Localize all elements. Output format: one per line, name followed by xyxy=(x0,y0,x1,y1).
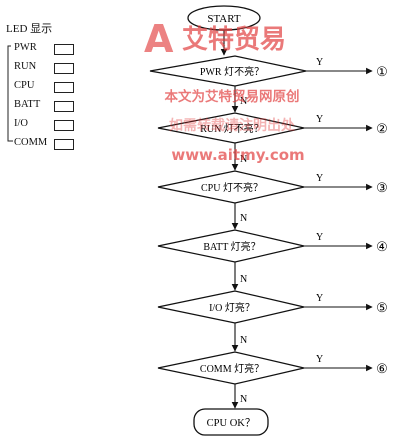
outcome-1: ① xyxy=(376,64,388,79)
outcome-4: ④ xyxy=(376,239,388,254)
decision-batt-text: BATT 灯亮？ xyxy=(203,240,260,253)
no-label-io: N xyxy=(240,335,247,346)
led-indicator-cpu xyxy=(54,82,74,93)
legend-label-comm: COMM xyxy=(14,137,48,148)
end-label: CPU OK？ xyxy=(207,418,256,429)
watermark-brand: 艾特贸易 xyxy=(182,24,286,55)
watermark-url: www.aitmy.com xyxy=(171,146,304,164)
legend-label-cpu: CPU xyxy=(14,80,35,91)
decision-pwr-text: PWR 灯不亮？ xyxy=(200,65,264,78)
decision-cpu-text: CPU 灯不亮？ xyxy=(201,181,263,194)
decision-comm-text: COMM 灯亮？ xyxy=(200,362,264,375)
no-label-cpu: N xyxy=(240,213,247,224)
yes-label-comm: Y xyxy=(316,354,323,365)
yes-label-run: Y xyxy=(316,114,323,125)
start-label: START xyxy=(207,13,241,25)
end-terminator xyxy=(193,408,269,436)
yes-label-cpu: Y xyxy=(316,173,323,184)
decision-io: I/O 灯亮？ Y ⑤ N xyxy=(157,290,388,352)
legend-title: LED 显示 xyxy=(6,23,53,35)
legend-label-batt: BATT xyxy=(14,99,41,110)
no-label-pwr: N xyxy=(240,96,247,107)
outcome-6: ⑥ xyxy=(376,361,388,376)
watermark-line2: 如需转载请注明出处 xyxy=(169,117,296,134)
led-indicator-run xyxy=(54,63,74,74)
decision-io-text: I/O 灯亮？ xyxy=(209,301,255,314)
outcome-5: ⑤ xyxy=(376,300,388,315)
legend-label-io: I/O xyxy=(14,118,28,129)
yes-label-pwr: Y xyxy=(316,57,323,68)
decision-run: RUN 灯不亮？ Y ② N xyxy=(157,112,388,171)
decision-cpu: CPU 灯不亮？ Y ③ N xyxy=(157,170,388,230)
no-label-batt: N xyxy=(240,274,247,285)
legend-label-run: RUN xyxy=(14,61,37,72)
watermark-line1: 本文为艾特贸易网原创 xyxy=(165,88,300,105)
outcome-2: ② xyxy=(376,121,388,136)
decision-comm: COMM 灯亮？ Y ⑥ N xyxy=(157,351,388,409)
no-label-run: N xyxy=(240,154,247,165)
decision-batt: BATT 灯亮？ Y ④ N xyxy=(157,229,388,291)
decision-pwr: PWR 灯不亮？ Y ① N xyxy=(149,55,388,113)
outcome-3: ③ xyxy=(376,180,388,195)
yes-label-io: Y xyxy=(316,293,323,304)
legend-bracket xyxy=(7,45,13,142)
led-indicator-batt xyxy=(54,101,74,112)
led-indicator-pwr xyxy=(54,44,74,55)
decision-run-text: RUN 灯不亮？ xyxy=(200,122,264,135)
legend-label-pwr: PWR xyxy=(14,42,37,53)
no-label-comm: N xyxy=(240,394,247,405)
led-indicator-io xyxy=(54,120,74,131)
watermark-logo-letter: A xyxy=(144,17,174,61)
watermark: A 艾特贸易 本文为艾特贸易网原创 如需转载请注明出处 www.aitmy.co… xyxy=(144,17,305,164)
yes-label-batt: Y xyxy=(316,232,323,243)
led-indicator-comm xyxy=(54,139,74,150)
